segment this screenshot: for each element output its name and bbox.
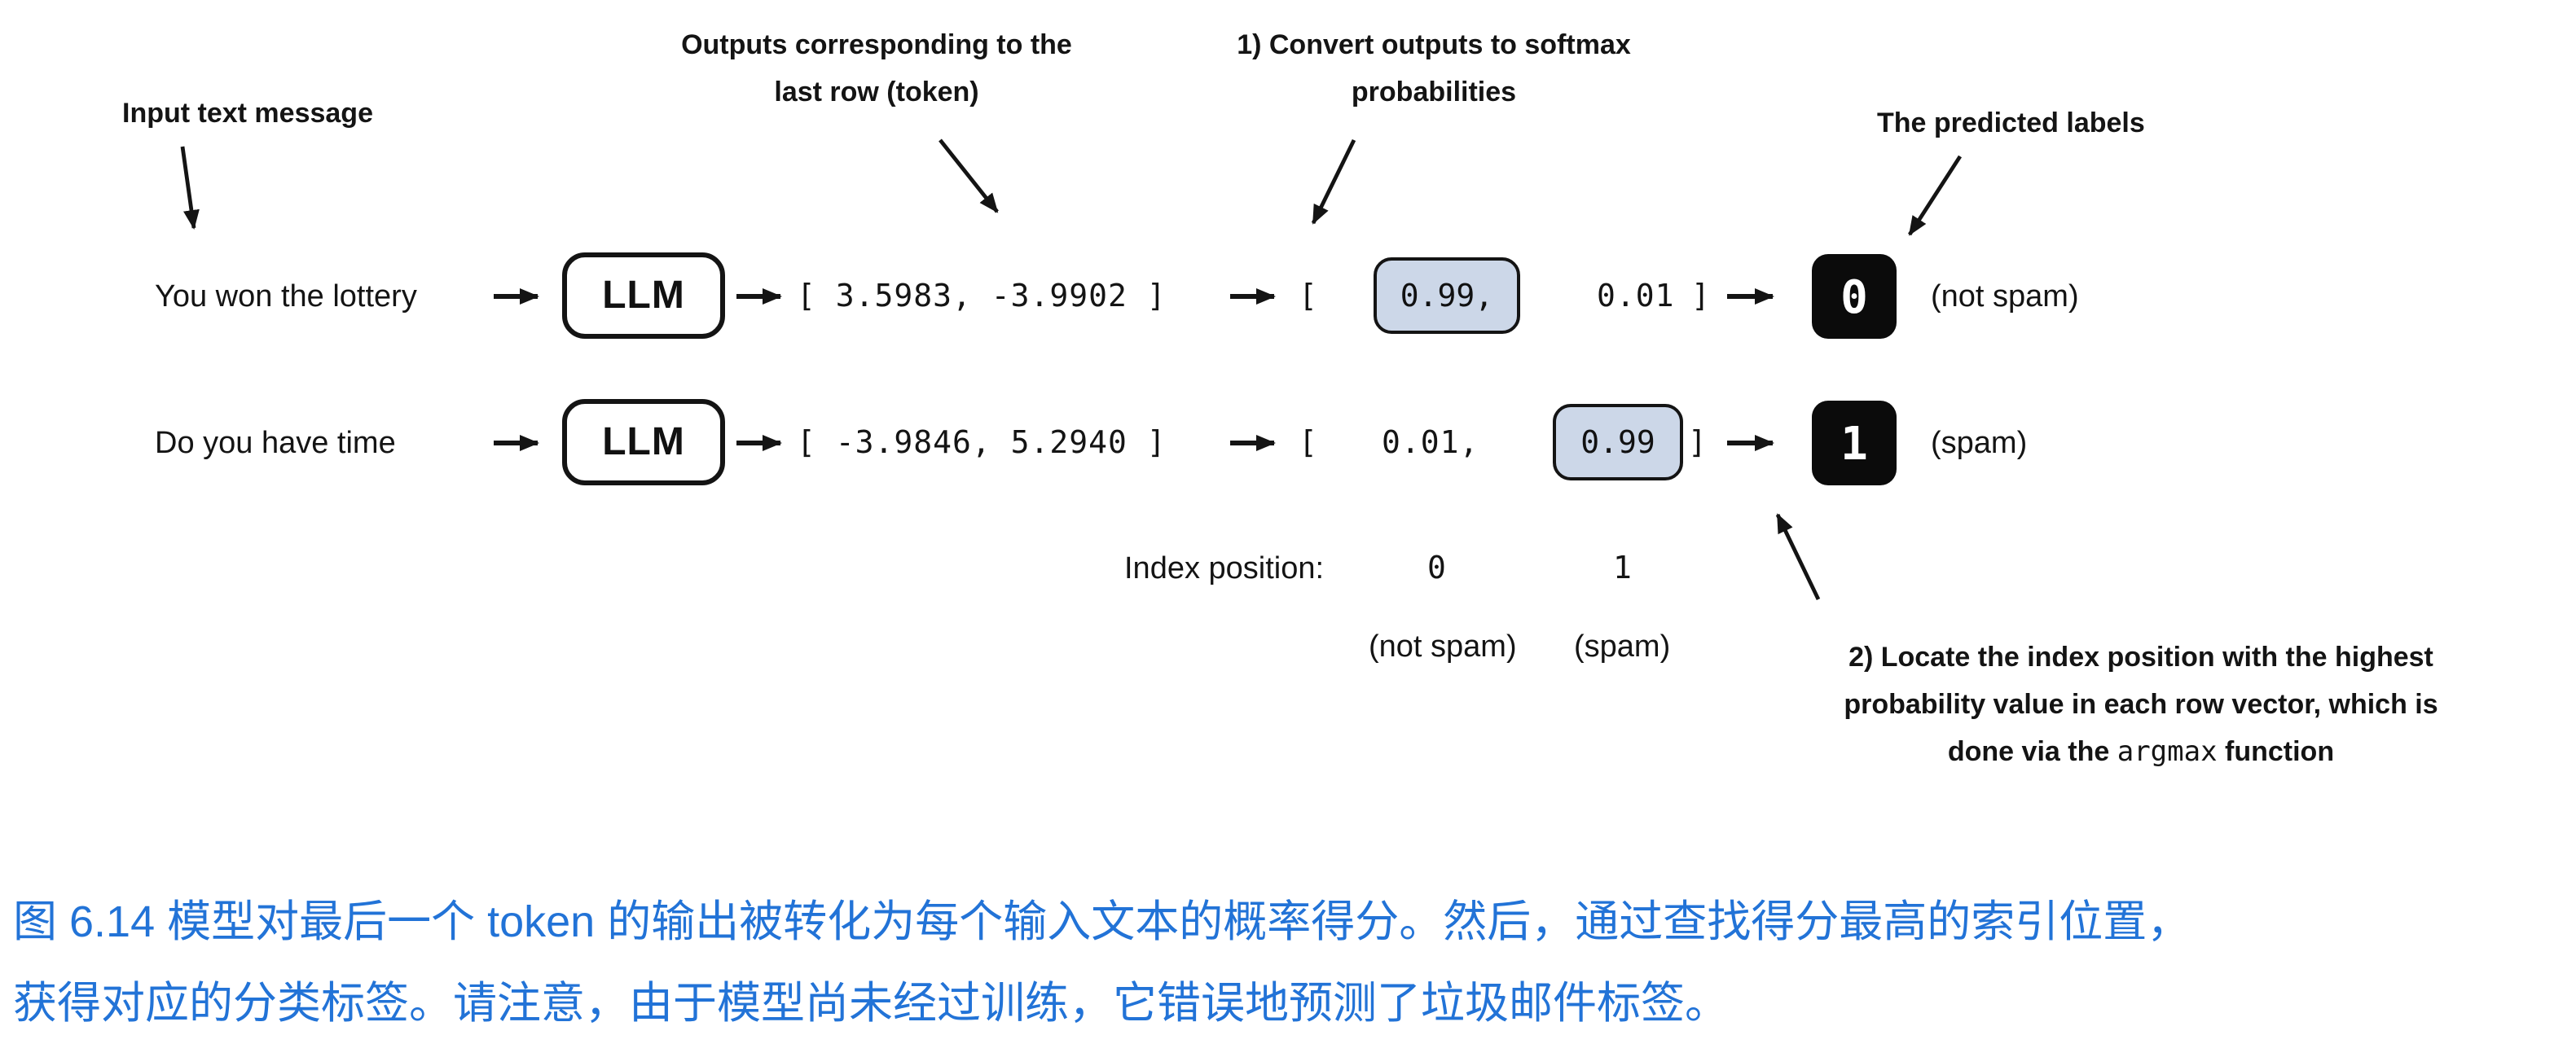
argmax-code: argmax <box>2117 735 2218 769</box>
annotation-argmax-line3-suffix: function <box>2217 735 2335 767</box>
index-1-class-label: (spam) <box>1574 630 1671 664</box>
row1-llm-label: LLM <box>602 273 685 317</box>
row2-prob-open-bracket: [ <box>1299 425 1318 461</box>
row1-prob-highlight-value: 0.99, <box>1400 278 1494 314</box>
row1-prob-other-value: 0.01 <box>1597 279 1675 314</box>
annotation-softmax-line2: probabilities <box>1351 76 1517 107</box>
index-position-0: 0 <box>1427 550 1447 586</box>
annotation-argmax: 2) Locate the index position with the hi… <box>1805 635 2477 776</box>
annotation-predicted-labels: The predicted labels <box>1877 101 2145 148</box>
row2-input-text: Do you have time <box>155 427 396 461</box>
row1-llm-box: LLM <box>562 252 725 339</box>
arrow-input-text-annotation <box>180 146 200 230</box>
row1-prob-open-bracket: [ <box>1299 279 1318 314</box>
row2-prob-other-value: 0.01, <box>1382 425 1479 461</box>
arrow-argmax-annotation <box>1775 513 1821 601</box>
row1-predicted-label: 0 <box>1840 270 1868 323</box>
row1-label-text: (not spam) <box>1931 280 2079 314</box>
arrow-predicted-labels-annotation <box>1907 155 1963 236</box>
annotation-softmax: 1) Convert outputs to softmax probabilit… <box>1189 23 1678 117</box>
row1-input-text: You won the lottery <box>155 280 417 314</box>
row2-llm-label: LLM <box>602 419 685 463</box>
annotation-argmax-line3: done via the argmax function <box>1805 730 2477 777</box>
annotation-argmax-line3-prefix: done via the <box>1947 735 2117 767</box>
row2-logits: [ -3.9846, 5.2940 ] <box>797 425 1167 461</box>
row2-predicted-label: 1 <box>1840 416 1868 470</box>
row2-prob-highlight-box: 0.99 <box>1553 404 1683 480</box>
annotation-outputs: Outputs corresponding to the last row (t… <box>632 23 1121 117</box>
row2-prob-highlight-value: 0.99 <box>1580 424 1655 460</box>
arrow-outputs-annotation <box>939 138 999 213</box>
figure-caption-line1: 图 6.14 模型对最后一个 token 的输出被转化为每个输入文本的概率得分。… <box>13 897 2191 946</box>
index-position-1: 1 <box>1613 550 1633 586</box>
row1-prob-highlight-box: 0.99, <box>1374 257 1520 334</box>
annotation-input-text-label: Input text message <box>122 98 373 129</box>
row1-logits: [ 3.5983, -3.9902 ] <box>797 279 1167 314</box>
row2-label-text: (spam) <box>1931 427 2028 461</box>
annotation-outputs-line2: last row (token) <box>774 76 979 107</box>
annotation-argmax-line1: 2) Locate the index position with the hi… <box>1848 642 2433 673</box>
row2-prob-close-bracket: ] <box>1688 425 1708 461</box>
annotation-softmax-line1: 1) Convert outputs to softmax <box>1237 29 1631 60</box>
annotation-input-text: Input text message <box>122 91 373 138</box>
arrow-softmax-annotation <box>1311 138 1356 225</box>
row2-predicted-label-box: 1 <box>1812 401 1897 485</box>
annotation-outputs-line1: Outputs corresponding to the <box>681 29 1072 60</box>
index-position-label: Index position: <box>1124 552 1325 586</box>
figure-caption-line2: 获得对应的分类标签。请注意，由于模型尚未经过训练，它错误地预测了垃圾邮件标签。 <box>13 979 1729 1028</box>
row2-llm-box: LLM <box>562 399 725 485</box>
row1-prob-close-bracket: ] <box>1691 279 1711 314</box>
annotation-argmax-line2: probability value in each row vector, wh… <box>1844 688 2438 720</box>
row1-predicted-label-box: 0 <box>1812 254 1897 339</box>
annotation-predicted-labels-label: The predicted labels <box>1877 107 2145 138</box>
index-0-class-label: (not spam) <box>1369 630 1517 664</box>
